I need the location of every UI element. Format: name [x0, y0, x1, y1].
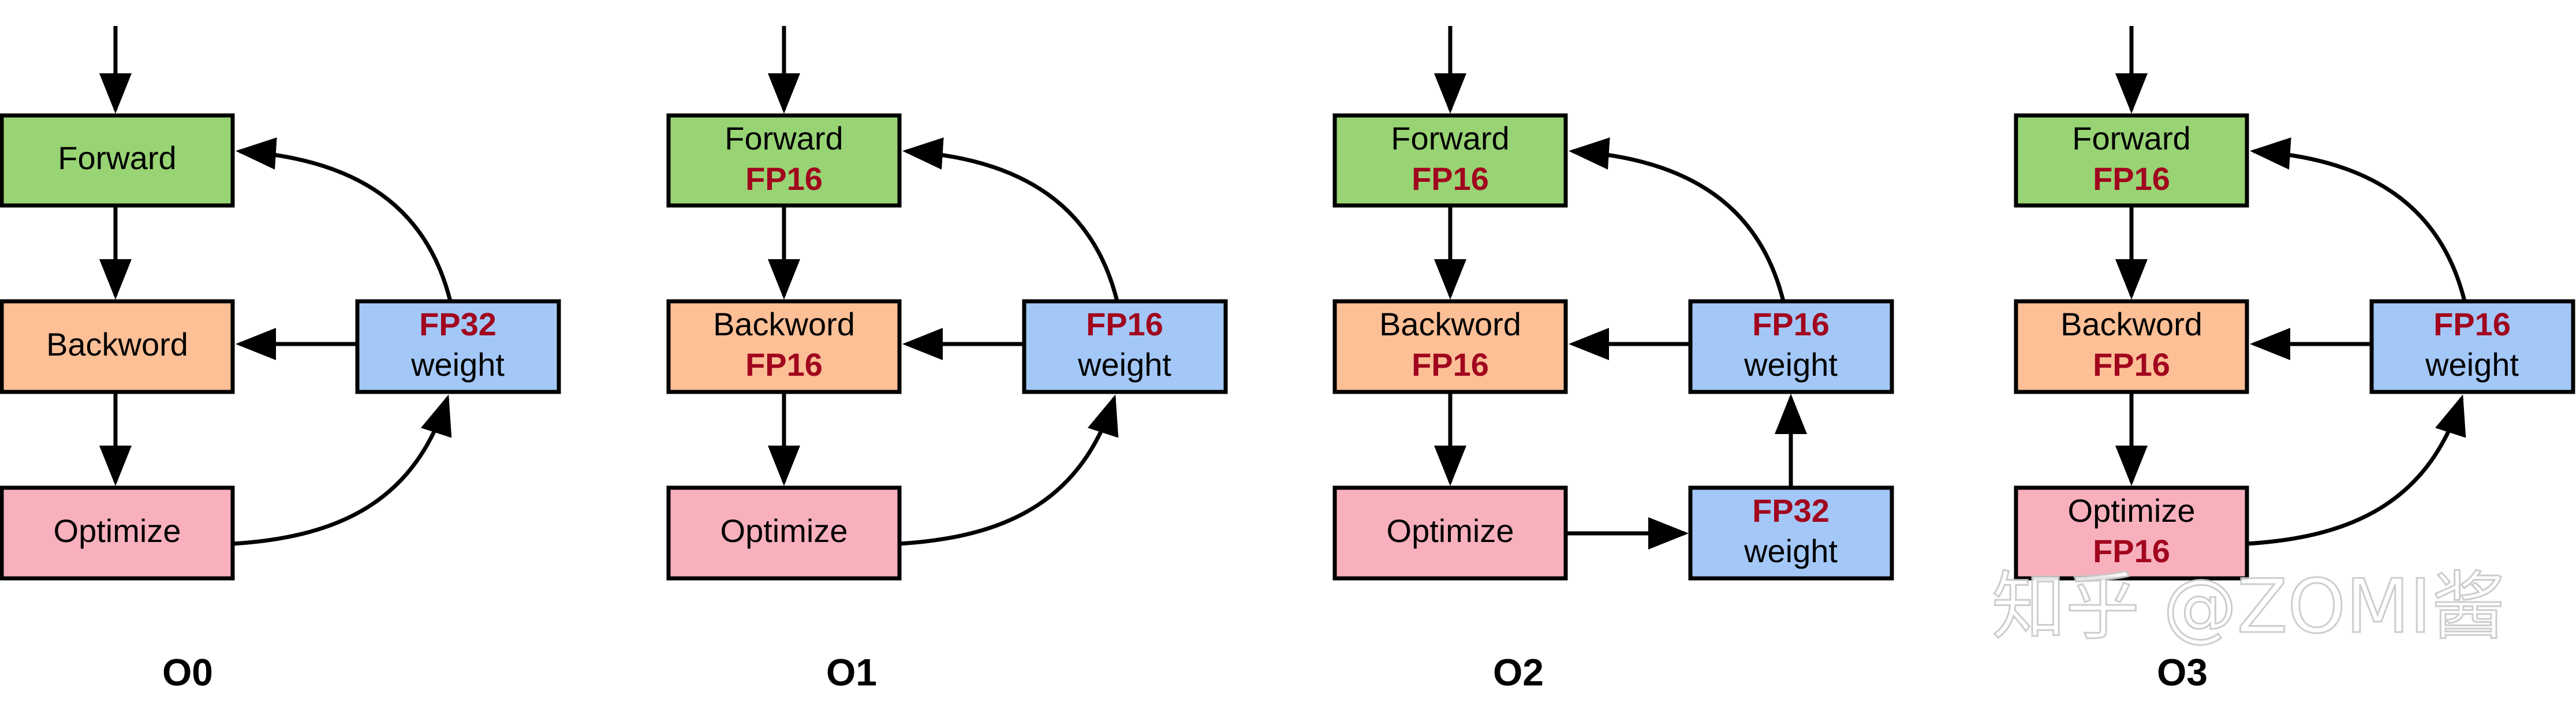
forward-label: Forward: [725, 120, 843, 156]
forward-precision: FP16: [1412, 160, 1489, 197]
forward-label: Forward: [58, 140, 176, 176]
backward-box: [0, 299, 235, 394]
backward-label: Backword: [46, 326, 188, 362]
backward-label: Backword: [2060, 306, 2202, 342]
forward-precision: FP16: [2093, 160, 2170, 197]
panel-o2: Forward FP16 Backword FP16 Optimize FP16…: [1332, 26, 1894, 693]
backward-label: Backword: [1379, 306, 1521, 342]
optimize-to-weight-arrow: [232, 394, 452, 546]
panel-o3: Forward FP16 Backword FP16 Optimize FP16…: [2014, 26, 2575, 693]
master-weight-label: weight: [1744, 533, 1838, 569]
panel-title: O2: [1493, 651, 1544, 693]
optimize-box: [666, 485, 902, 581]
weight-precision: FP16: [2433, 306, 2511, 342]
panel-title: O3: [2157, 651, 2208, 693]
optimize-label: Optimize: [1387, 513, 1514, 549]
forward-box: [1332, 113, 1568, 208]
panel-o0: Forward Backword Optimize FP32 weight O0: [0, 26, 561, 693]
backward-box: [2014, 299, 2249, 394]
backward-box: [666, 299, 902, 394]
optimize-box: [0, 485, 235, 581]
weight-label: weight: [1077, 346, 1171, 383]
forward-label: Forward: [1391, 120, 1509, 156]
weight-box: [1688, 299, 1894, 394]
master-weight-box: [1688, 485, 1894, 581]
weight-label: weight: [1744, 346, 1838, 383]
weight-box: [1022, 299, 1228, 394]
weight-precision: FP32: [419, 306, 496, 342]
optimize-to-weight-arrow: [899, 394, 1119, 546]
optimize-label: Optimize: [54, 513, 181, 549]
master-weight-precision: FP32: [1752, 492, 1830, 529]
weight-label: weight: [410, 346, 505, 383]
weight-to-forward-arrow: [1569, 137, 1786, 302]
weight-precision: FP16: [1752, 306, 1830, 342]
forward-box: [666, 113, 902, 208]
optimize-to-weight-arrow: [2246, 394, 2466, 546]
weight-to-forward-arrow: [2250, 137, 2467, 302]
weight-to-forward-arrow: [902, 137, 1119, 302]
optimize-label: Optimize: [720, 513, 848, 549]
forward-box: [2014, 113, 2249, 208]
backward-precision: FP16: [2093, 346, 2170, 383]
panel-title: O0: [162, 651, 213, 693]
watermark: 知乎 @ZOMI酱: [1992, 564, 2505, 650]
optimize-box: [2014, 485, 2249, 581]
weight-box: [355, 299, 561, 394]
weight-label: weight: [2425, 346, 2519, 383]
weight-box: [2369, 299, 2575, 394]
backward-precision: FP16: [1412, 346, 1489, 383]
panel-title: O1: [826, 651, 877, 693]
optimize-precision: FP16: [2093, 533, 2170, 569]
backward-label: Backword: [713, 306, 855, 342]
optimize-box: [1332, 485, 1568, 581]
weight-precision: FP16: [1086, 306, 1163, 342]
optimize-label: Optimize: [2068, 492, 2196, 529]
forward-precision: FP16: [745, 160, 823, 197]
backward-box: [1332, 299, 1568, 394]
panel-o1: Forward FP16 Backword FP16 Optimize FP16…: [666, 26, 1228, 693]
forward-label: Forward: [2072, 120, 2190, 156]
backward-precision: FP16: [745, 346, 823, 383]
weight-to-forward-arrow: [236, 137, 453, 302]
